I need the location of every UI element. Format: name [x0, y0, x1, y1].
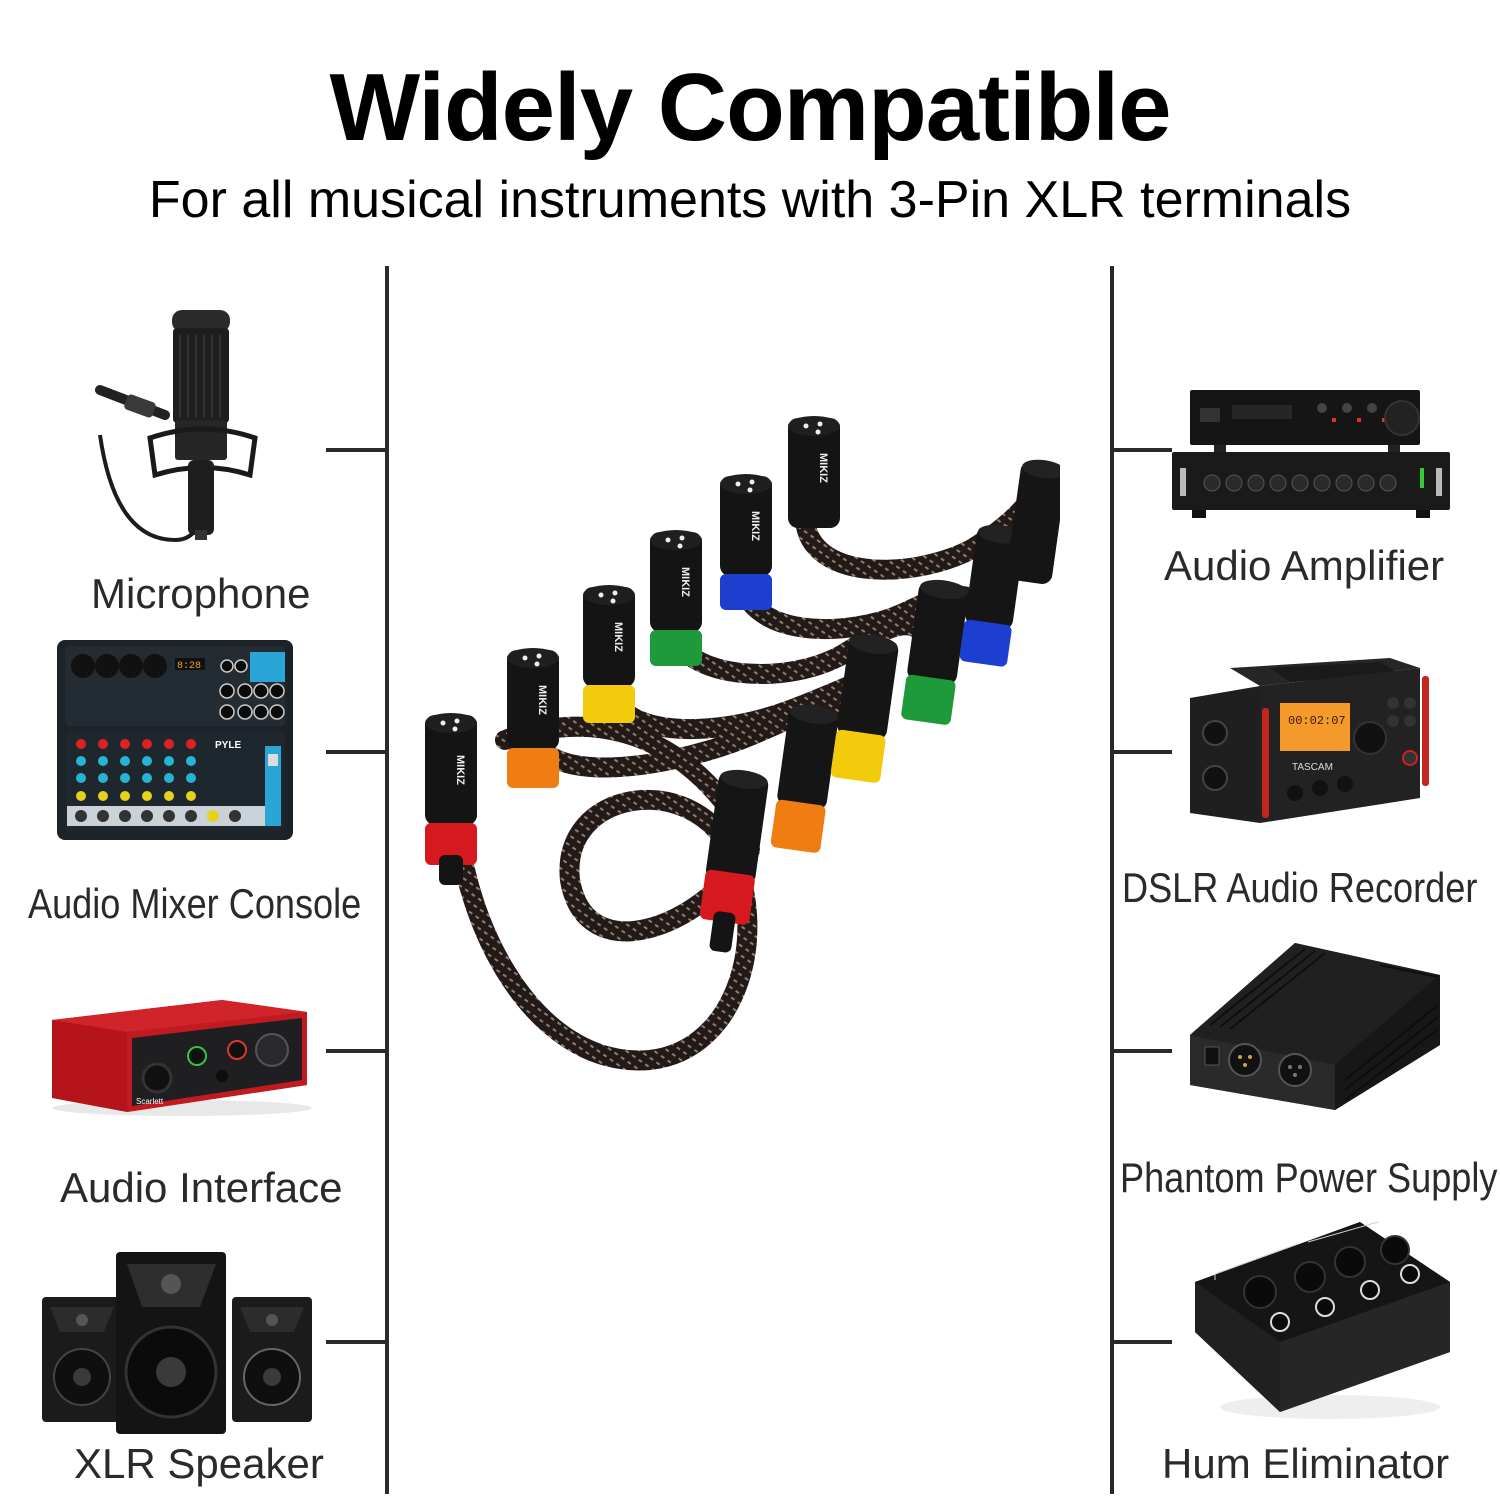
page-subtitle: For all musical instruments with 3-Pin X… — [148, 171, 1352, 229]
svg-text:MIKIZ: MIKIZ — [612, 622, 624, 652]
right-tick-phantom — [1112, 1049, 1172, 1053]
right-tick-amplifier — [1112, 448, 1172, 452]
rack-amplifier-icon — [1172, 390, 1452, 520]
xlr-cables-product-icon: MIKIZ MIKIZ MIKIZ MIKIZ — [410, 410, 1060, 1090]
condenser-microphone-icon — [95, 310, 265, 550]
svg-text:Scarlett: Scarlett — [136, 1097, 164, 1106]
label-phantom-power: Phantom Power Supply — [1120, 1154, 1498, 1201]
left-tick-speaker — [326, 1340, 387, 1344]
svg-text:MIKIZ: MIKIZ — [749, 511, 761, 541]
right-connector-line — [1110, 266, 1114, 1494]
phantom-power-icon — [1180, 935, 1445, 1115]
right-tick-recorder — [1112, 750, 1172, 754]
female-xlr-connectors — [699, 459, 1060, 953]
svg-text:MIKIZ: MIKIZ — [454, 755, 466, 785]
label-hum-eliminator: Hum Eliminator — [1162, 1440, 1450, 1487]
label-audio-interface: Audio Interface — [60, 1164, 343, 1211]
label-microphone: Microphone — [91, 570, 311, 617]
svg-text:MIKIZ: MIKIZ — [817, 453, 829, 483]
audio-mixer-icon: 8:28 PYLE — [55, 636, 295, 842]
left-tick-mixer — [326, 750, 387, 754]
dslr-recorder-icon: 00:02:07 TASCAM — [1180, 648, 1450, 828]
label-audio-mixer: Audio Mixer Console — [28, 880, 362, 927]
page-title: Widely Compatible — [329, 54, 1172, 161]
left-tick-microphone — [326, 448, 387, 452]
svg-text:8:28: 8:28 — [177, 661, 201, 672]
svg-text:TASCAM: TASCAM — [1292, 762, 1333, 773]
hum-eliminator-icon — [1190, 1222, 1455, 1422]
label-audio-amplifier: Audio Amplifier — [1164, 542, 1445, 589]
audio-interface-icon: Scarlett — [32, 990, 322, 1120]
left-tick-interface — [326, 1049, 387, 1053]
male-xlr-connectors: MIKIZ MIKIZ MIKIZ MIKIZ — [425, 416, 840, 885]
svg-text:MIKIZ: MIKIZ — [536, 685, 548, 715]
left-connector-line — [385, 266, 389, 1494]
label-xlr-speaker: XLR Speaker — [74, 1440, 324, 1487]
svg-text:00:02:07: 00:02:07 — [1288, 714, 1346, 728]
svg-text:PYLE: PYLE — [215, 740, 241, 751]
label-dslr-recorder: DSLR Audio Recorder — [1122, 864, 1478, 911]
svg-text:MIKIZ: MIKIZ — [679, 567, 691, 597]
right-tick-hum — [1112, 1340, 1172, 1344]
studio-speakers-icon — [42, 1252, 312, 1437]
